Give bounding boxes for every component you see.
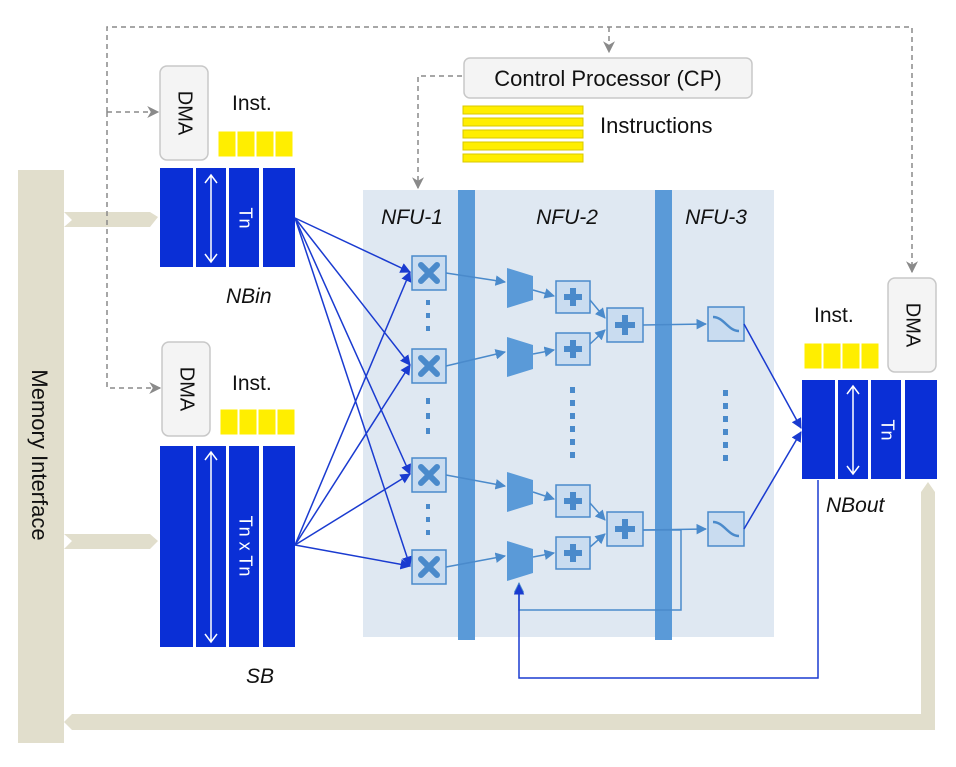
mux-units bbox=[507, 268, 533, 581]
multiplier-box bbox=[411, 255, 447, 291]
activation-units bbox=[707, 306, 745, 547]
sb-dma-label: DMA bbox=[176, 367, 198, 412]
sb-size-arrow bbox=[204, 450, 218, 644]
nbout-label: NBout bbox=[826, 494, 886, 517]
nbin-buffer bbox=[160, 168, 295, 267]
adder-units bbox=[555, 280, 644, 570]
multiplier-box bbox=[411, 549, 447, 585]
nbout-buffer bbox=[802, 380, 937, 479]
sb-tn-x-tn-label: Tn x Tn bbox=[235, 516, 255, 577]
adder-box bbox=[606, 307, 644, 343]
adder-box bbox=[555, 536, 591, 570]
multiplier-box bbox=[411, 348, 447, 384]
memory-interface-label: Memory Interface bbox=[27, 369, 52, 540]
nfu3-label: NFU-3 bbox=[685, 206, 747, 229]
multiplier-box bbox=[411, 457, 447, 493]
nfu-divider-1 bbox=[458, 190, 475, 640]
sb-dma-box bbox=[161, 341, 211, 437]
control-dashed-lines bbox=[106, 26, 918, 394]
nbin-inst-label: Inst. bbox=[232, 92, 272, 115]
multiplier-units bbox=[411, 255, 447, 585]
sb-label: SB bbox=[246, 665, 274, 688]
input-wires bbox=[294, 217, 413, 570]
nfu-divider-2 bbox=[655, 190, 672, 640]
control-processor-box bbox=[463, 57, 753, 99]
nbin-dma-box bbox=[159, 65, 209, 161]
sigmoid-box bbox=[707, 306, 745, 342]
instructions-label: Instructions bbox=[600, 113, 713, 138]
nbout-inst-queue bbox=[803, 342, 880, 370]
nfu1-label: NFU-1 bbox=[381, 206, 443, 229]
output-wires bbox=[743, 323, 802, 530]
nbin-dma-label: DMA bbox=[174, 91, 196, 136]
nbin-inst-queue bbox=[217, 130, 294, 158]
nbin-tn-label: Tn bbox=[235, 207, 255, 228]
nbout-inst-label: Inst. bbox=[814, 304, 854, 327]
nbout-feedback-line bbox=[513, 480, 819, 679]
adder-box bbox=[606, 511, 644, 547]
nbout-size-arrow bbox=[846, 384, 860, 476]
nbout-dma-label: DMA bbox=[902, 303, 924, 348]
ellipsis-dots bbox=[426, 300, 728, 535]
sigmoid-box bbox=[707, 511, 745, 547]
sb-inst-label: Inst. bbox=[232, 372, 272, 395]
nbin-label: NBin bbox=[226, 285, 272, 308]
nbin-size-arrow bbox=[204, 173, 218, 264]
instructions-stack bbox=[462, 105, 584, 163]
control-processor-label: Control Processor (CP) bbox=[494, 66, 721, 91]
adder-box bbox=[555, 484, 591, 518]
memory-interface-bar: Memory Interface bbox=[18, 170, 935, 743]
nbout-tn-label: Tn bbox=[877, 419, 897, 440]
sb-buffer bbox=[160, 446, 295, 647]
nfu2-label: NFU-2 bbox=[536, 206, 598, 229]
adder-box bbox=[555, 280, 591, 314]
sb-inst-queue bbox=[219, 408, 296, 436]
adder-box bbox=[555, 332, 591, 366]
nbout-dma-box bbox=[887, 277, 937, 373]
